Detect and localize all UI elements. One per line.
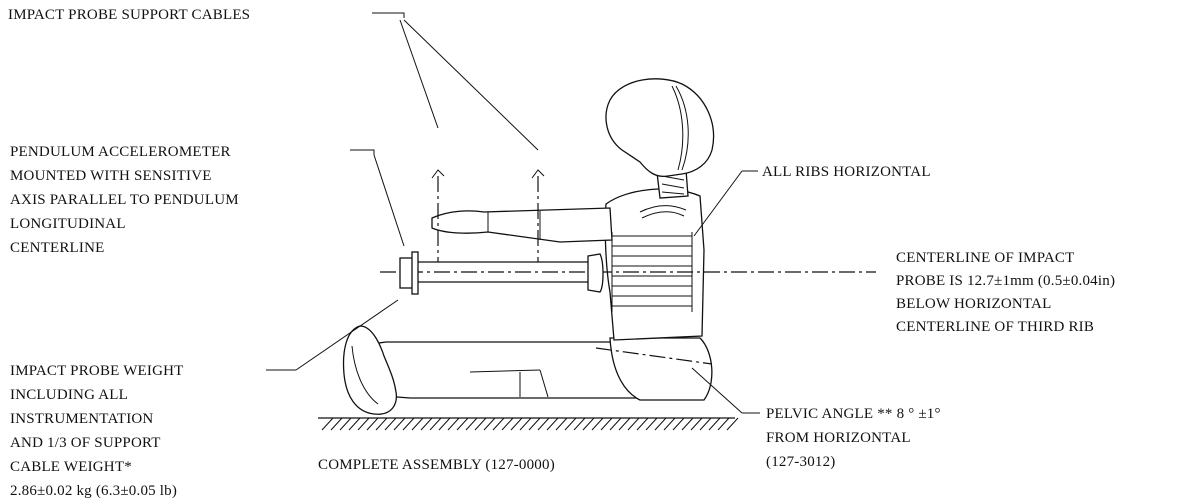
- probe-weight-label: IMPACT PROBE WEIGHT INCLUDING ALL INSTRU…: [10, 363, 184, 499]
- centerline-label-line: PROBE IS 12.7±1mm (0.5±0.04in): [896, 273, 1115, 289]
- pendulum-label-line: PENDULUM ACCELEROMETER: [10, 144, 231, 160]
- hatch-stroke: [510, 417, 523, 431]
- dummy-figure: [342, 78, 715, 415]
- probe-weight-label-line: CABLE WEIGHT*: [10, 459, 132, 475]
- impact-probe: [380, 169, 876, 295]
- hatch-stroke: [321, 417, 334, 431]
- hatch-stroke: [474, 417, 487, 431]
- probe-weight-label-line: 2.86±0.02 kg (6.3±0.05 lb): [10, 483, 177, 499]
- hatch-stroke: [483, 417, 496, 431]
- pendulum-label-line: LONGITUDINAL: [10, 216, 126, 232]
- hatch-stroke: [564, 417, 577, 431]
- probe-face: [587, 253, 604, 293]
- pendulum-label-line: AXIS PARALLEL TO PENDULUM: [10, 192, 239, 208]
- hatch-stroke: [411, 417, 424, 431]
- hatch-stroke: [339, 417, 352, 431]
- centerline-label-line: CENTERLINE OF THIRD RIB: [896, 319, 1094, 335]
- pelvic-label-line: (127-3012): [766, 454, 836, 470]
- hatch-stroke: [519, 417, 532, 431]
- ribs-label: ALL RIBS HORIZONTAL: [762, 164, 931, 180]
- pelvic-label-line: FROM HORIZONTAL: [766, 430, 911, 446]
- hatch-stroke: [429, 417, 442, 431]
- pelvic-label: PELVIC ANGLE ** 8 ° ±1° FROM HORIZONTAL …: [766, 406, 941, 470]
- hatch-stroke: [456, 417, 469, 431]
- dummy-feet: [342, 325, 398, 415]
- centerline-label-line: CENTERLINE OF IMPACT: [896, 250, 1074, 266]
- ground-hatch: [318, 417, 739, 431]
- hatch-stroke: [375, 417, 388, 431]
- hatch-stroke: [555, 417, 568, 431]
- hatch-stroke: [726, 417, 739, 431]
- centerline-label: CENTERLINE OF IMPACT PROBE IS 12.7±1mm (…: [896, 250, 1115, 335]
- hatch-stroke: [681, 417, 694, 431]
- hatch-stroke: [690, 417, 703, 431]
- hatch-stroke: [672, 417, 685, 431]
- hatch-stroke: [465, 417, 478, 431]
- hatch-stroke: [573, 417, 586, 431]
- hatch-stroke: [636, 417, 649, 431]
- hatch-stroke: [384, 417, 397, 431]
- hatch-stroke: [627, 417, 640, 431]
- pelvic-angle-line: [595, 347, 713, 365]
- hatch-stroke: [717, 417, 730, 431]
- hatch-stroke: [402, 417, 415, 431]
- assembly-label: COMPLETE ASSEMBLY (127-0000): [318, 457, 555, 473]
- dummy-ribs: [611, 205, 693, 312]
- leader-lines: [266, 12, 760, 414]
- hatch-stroke: [654, 417, 667, 431]
- hatch-stroke: [528, 417, 541, 431]
- hatch-stroke: [537, 417, 550, 431]
- centerline-label-line: BELOW HORIZONTAL: [896, 296, 1051, 312]
- pendulum-label-line: MOUNTED WITH SENSITIVE: [10, 168, 212, 184]
- hatch-stroke: [393, 417, 406, 431]
- pendulum-label-line: CENTERLINE: [10, 240, 104, 256]
- hatch-stroke: [618, 417, 631, 431]
- dummy-torso: [604, 188, 705, 341]
- hatch-stroke: [708, 417, 721, 431]
- hatch-stroke: [609, 417, 622, 431]
- hatch-stroke: [438, 417, 451, 431]
- hatch-stroke: [447, 417, 460, 431]
- hatch-stroke: [600, 417, 613, 431]
- pendulum-label: PENDULUM ACCELEROMETER MOUNTED WITH SENS…: [10, 144, 239, 256]
- hatch-stroke: [348, 417, 361, 431]
- hatch-stroke: [663, 417, 676, 431]
- hatch-stroke: [645, 417, 658, 431]
- dummy-arm: [431, 207, 613, 243]
- dummy-head: [605, 78, 715, 178]
- hatch-stroke: [546, 417, 559, 431]
- hatch-stroke: [591, 417, 604, 431]
- hatch-stroke: [330, 417, 343, 431]
- hatch-stroke: [492, 417, 505, 431]
- probe-weight-label-line: IMPACT PROBE WEIGHT: [10, 363, 184, 379]
- hatch-stroke: [420, 417, 433, 431]
- probe-weight-label-line: INCLUDING ALL: [10, 387, 128, 403]
- probe-weight-label-line: AND 1/3 OF SUPPORT: [10, 435, 161, 451]
- hatch-stroke: [699, 417, 712, 431]
- pelvic-label-line: PELVIC ANGLE ** 8 ° ±1°: [766, 406, 941, 422]
- probe-weight-label-line: INSTRUMENTATION: [10, 411, 153, 427]
- hatch-stroke: [357, 417, 370, 431]
- hatch-stroke: [501, 417, 514, 431]
- support-cables-label: IMPACT PROBE SUPPORT CABLES: [8, 7, 250, 23]
- hatch-stroke: [582, 417, 595, 431]
- hatch-stroke: [366, 417, 379, 431]
